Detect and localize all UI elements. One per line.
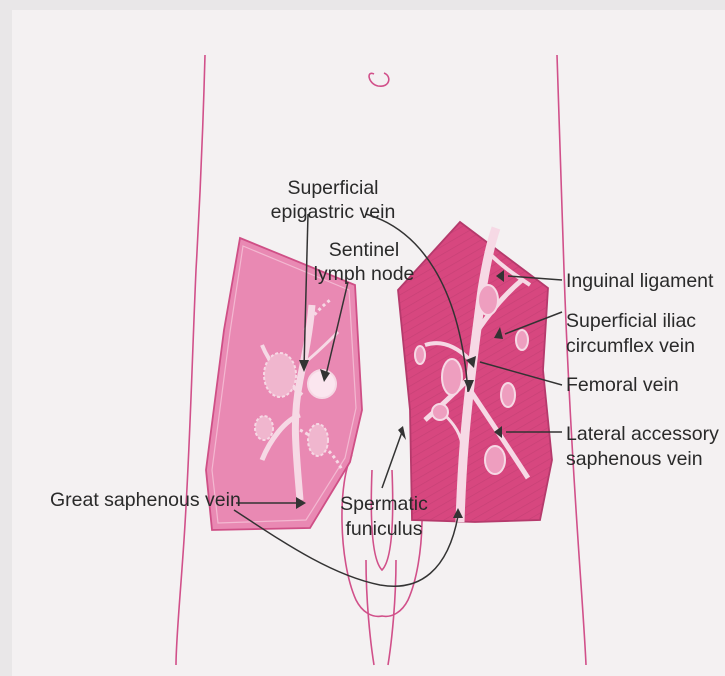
label-superficial-iliac-circumflex-vein-1: Superficial iliac xyxy=(566,310,696,332)
label-lateral-accessory-saphenous-vein-1: Lateral accessory xyxy=(566,423,719,445)
navel-icon xyxy=(369,73,389,86)
label-spermatic-funiculus-2: funiculus xyxy=(346,518,423,540)
label-sentinel-lymph-node-1: Sentinel xyxy=(329,239,399,261)
label-lateral-accessory-saphenous-vein-2: saphenous vein xyxy=(566,448,703,470)
label-great-saphenous-vein: Great saphenous vein xyxy=(50,489,241,511)
label-femoral-vein: Femoral vein xyxy=(566,374,679,396)
label-spermatic-funiculus-1: Spermatic xyxy=(340,493,428,515)
label-superficial-epigastric-vein-1: Superficial xyxy=(287,177,378,199)
labels: Superficial epigastric vein Sentinel lym… xyxy=(50,177,719,540)
label-superficial-iliac-circumflex-vein-2: circumflex vein xyxy=(566,335,695,357)
label-sentinel-lymph-node-2: lymph node xyxy=(314,263,415,285)
right-incision-flap xyxy=(398,222,552,522)
label-inguinal-ligament: Inguinal ligament xyxy=(566,270,714,292)
label-superficial-epigastric-vein-2: epigastric vein xyxy=(271,201,396,223)
